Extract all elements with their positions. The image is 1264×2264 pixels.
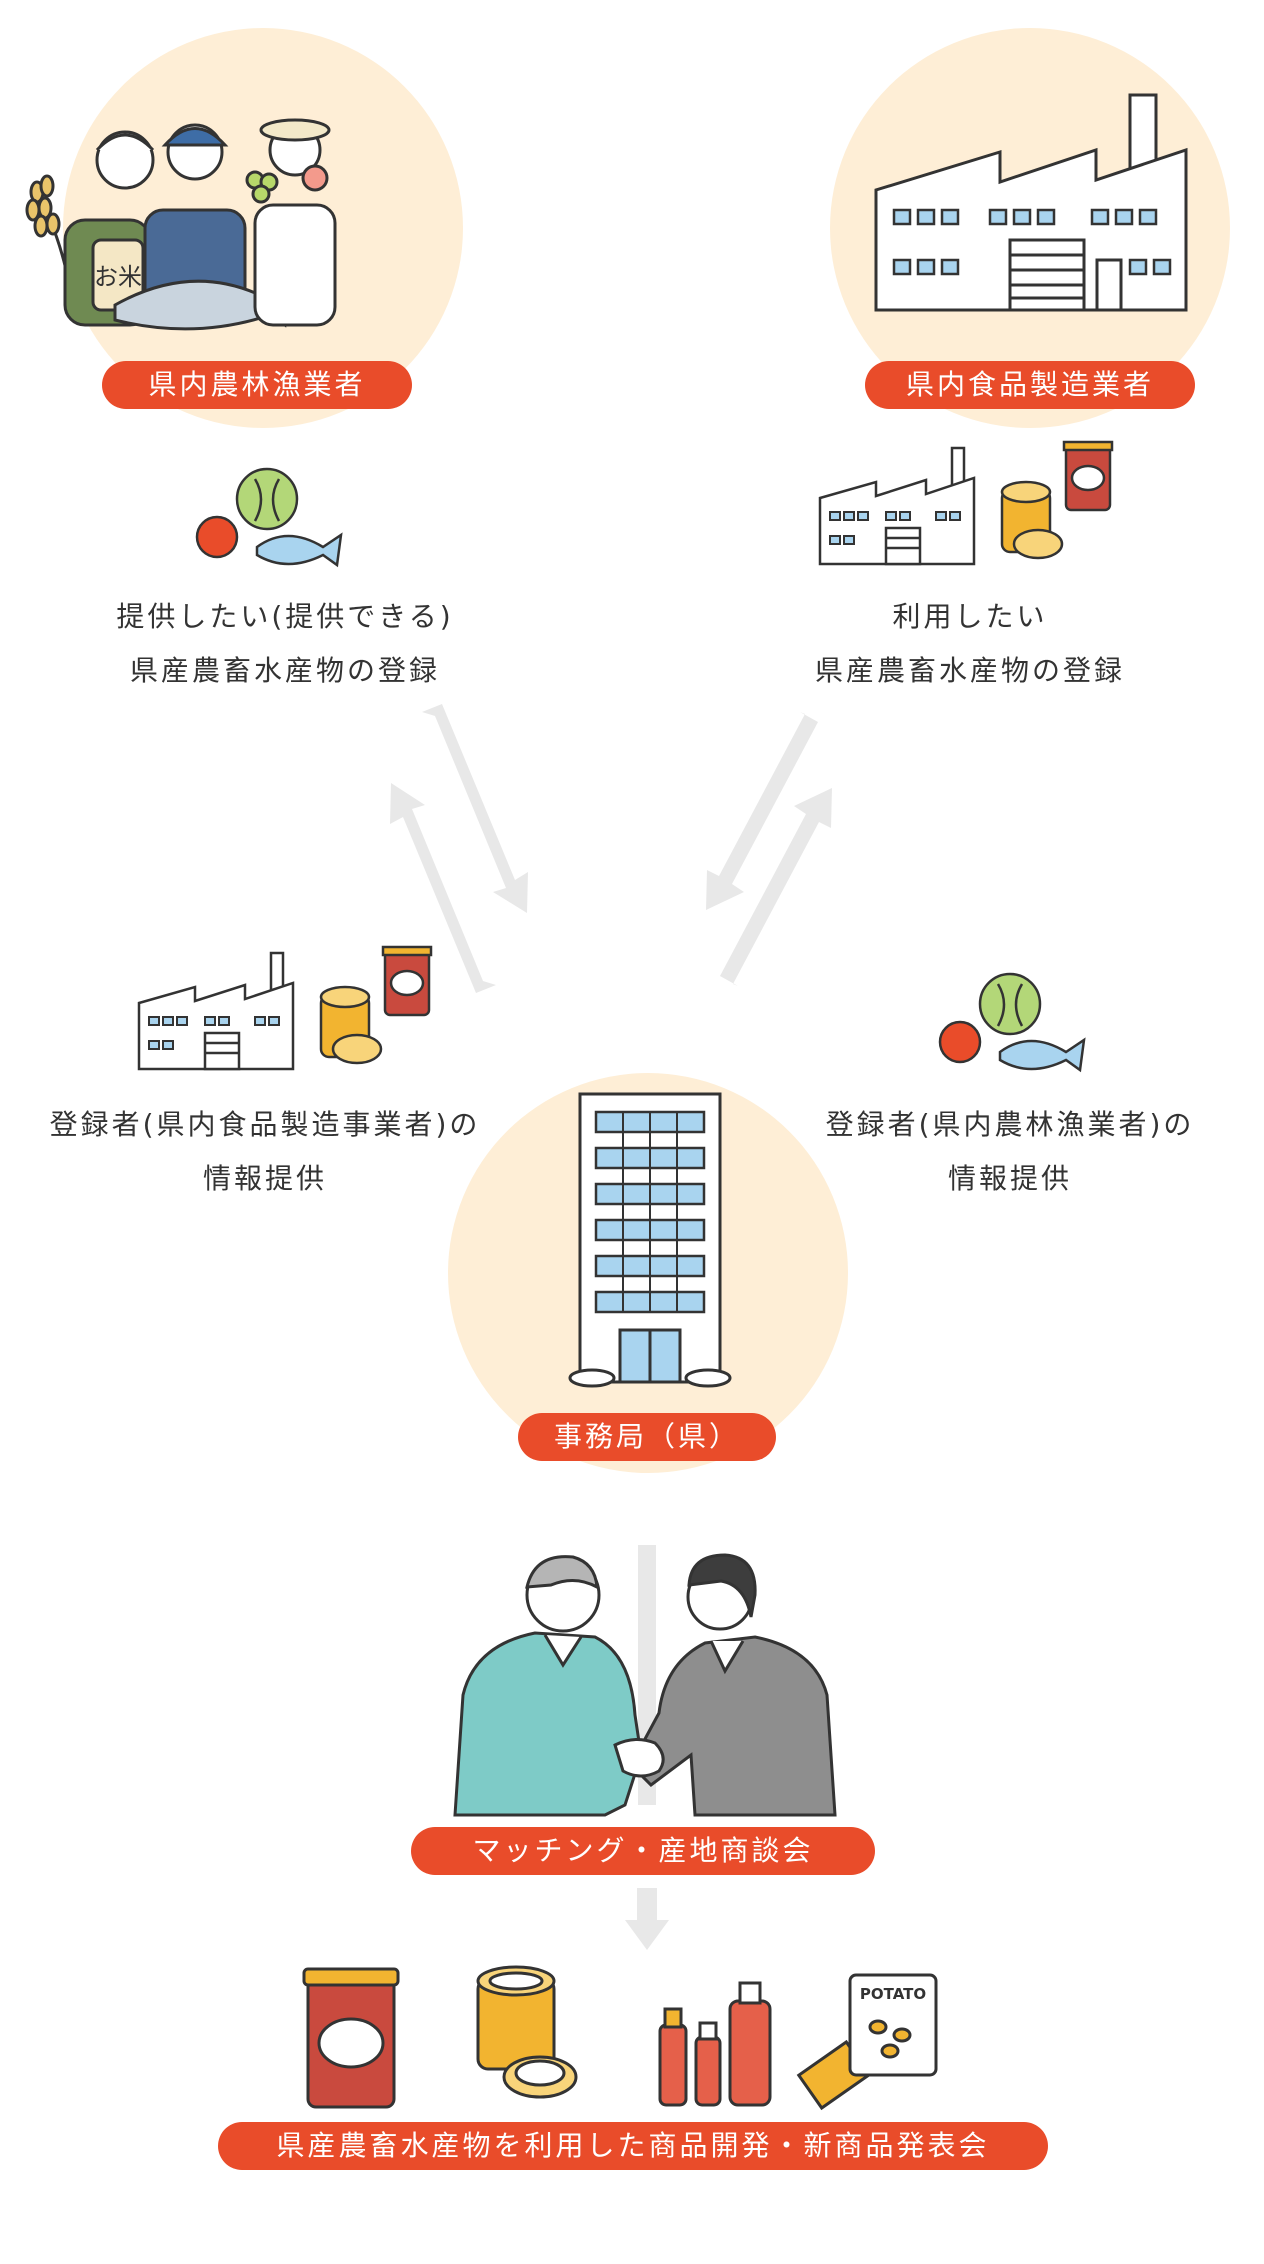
arrow-maker-to-office [706,712,818,910]
handshake-hands-icon [613,1738,665,1778]
matching-badge: マッチング・産地商談会 [411,1827,875,1875]
arrow-office-to-maker [720,788,832,986]
produce-icon-group-top [195,467,343,568]
maker-register-caption-line2: 県産農畜水産物の登録 [814,654,1125,687]
office-building-icon [568,1092,732,1388]
farmer-register-caption-line1: 提供したい(提供できる) [116,600,454,633]
snacks-icon: POTATO [796,1973,938,2111]
produce-icon-group-mid [938,972,1086,1073]
maker-register-caption: 利用したい 県産農畜水産物の登録 [760,590,1180,698]
arrow-farmer-to-office [422,704,528,913]
factory-large-icon [874,93,1188,312]
factory-cans-icon-group-top [818,440,1114,566]
farmer-register-caption-line2: 県産農畜水産物の登録 [129,654,440,687]
fish-icon [998,1037,1086,1073]
info-to-makers-caption-line2: 情報提供 [947,1162,1072,1195]
worker-icon [453,1555,643,1817]
info-to-farmers-caption-line2: 情報提供 [202,1162,327,1195]
cabbage-icon [978,972,1042,1036]
chips-bag-label: POTATO [860,1985,926,2003]
cans-icon [1000,480,1064,560]
cabbage-icon [235,467,299,531]
cans-icon [476,1965,578,2099]
manufacturers-badge: 県内食品製造業者 [865,361,1195,409]
fish-icon [255,532,343,568]
office-badge: 事務局（県） [518,1413,776,1461]
peach-icon [301,164,329,192]
cans-icon [319,985,383,1065]
grapes-icon [245,170,279,204]
tomato-icon [938,1020,982,1064]
tomato-icon [195,515,239,559]
fisherman-icon [113,123,292,331]
farmer-register-caption: 提供したい(提供できる) 県産農畜水産物の登録 [60,590,510,698]
info-to-makers-caption-line1: 登録者(県内農林漁業者)の [825,1108,1195,1141]
sauce-bottles-icon [658,1981,772,2107]
businessman-icon [629,1553,837,1817]
development-badge: 県産農畜水産物を利用した商品開発・新商品発表会 [218,2122,1048,2170]
down-arrow-icon [625,1888,669,1950]
jar-icon [1062,440,1114,512]
handshake-illustration [453,1553,837,1817]
maker-register-caption-line1: 利用したい [892,600,1048,633]
info-to-makers-caption: 登録者(県内農林漁業者)の 情報提供 [800,1098,1220,1206]
info-to-farmers-caption: 登録者(県内食品製造事業者)の 情報提供 [20,1098,510,1206]
products-illustration: POTATO [302,1965,938,2111]
rice-bag-label: お米 [94,263,142,291]
farmer-elder-icon [245,118,337,327]
flow-arrows-top [390,704,832,993]
info-to-farmers-caption-line1: 登録者(県内食品製造事業者)の [49,1108,481,1141]
farmers-illustration: お米 [25,118,337,331]
jar-icon [302,1967,400,2109]
jar-icon [381,945,433,1017]
arrow-office-to-farmer [390,783,496,993]
factory-cans-icon-group-mid [137,945,433,1071]
farmers-badge: 県内農林漁業者 [102,361,412,409]
